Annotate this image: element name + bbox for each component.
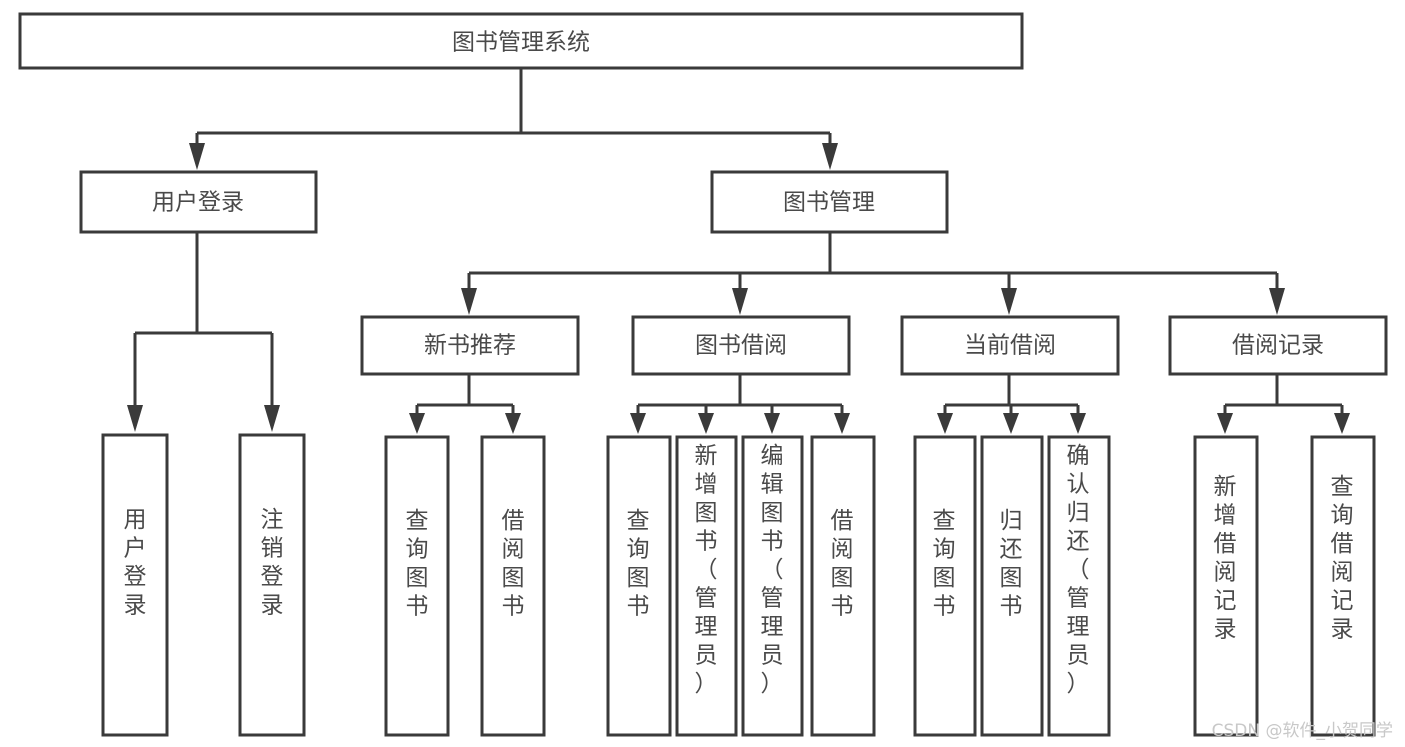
leaf-nbr-query-book[interactable]: 查询图书 bbox=[384, 435, 450, 737]
leaf-bb-add-book[interactable]: 新增图书（管理员） bbox=[675, 435, 738, 737]
leaf-bb-add-book-label: 新增图书（管理员） bbox=[695, 443, 718, 697]
arrow-to-logout-leaf bbox=[264, 405, 280, 432]
leaf-bb-query-book-box[interactable] bbox=[606, 435, 672, 737]
leaf-user-login-label: 用户登录 bbox=[124, 507, 147, 619]
node-book-manage-label: 图书管理 bbox=[783, 190, 875, 216]
leaf-logout-box[interactable] bbox=[238, 433, 306, 737]
node-book-borrow[interactable]: 图书借阅 bbox=[631, 315, 851, 376]
leaf-nbr-borrow-book-label: 借阅图书 bbox=[502, 508, 525, 620]
node-user-login-box[interactable] bbox=[79, 170, 318, 234]
leaf-bb-borrow-book-box[interactable] bbox=[810, 435, 876, 737]
leaf-cb-confirm-return-box[interactable] bbox=[1047, 435, 1111, 737]
node-book-manage-box[interactable] bbox=[710, 170, 949, 234]
leaf-br-query-record-box[interactable] bbox=[1310, 435, 1376, 737]
node-current-borrow[interactable]: 当前借阅 bbox=[900, 315, 1120, 376]
node-new-book-recommend-label: 新书推荐 bbox=[424, 333, 516, 359]
arrow-cb-leaf3 bbox=[1070, 413, 1086, 434]
node-borrow-record[interactable]: 借阅记录 bbox=[1168, 315, 1388, 376]
node-new-book-recommend[interactable]: 新书推荐 bbox=[360, 315, 580, 376]
leaf-br-query-record[interactable]: 查询借阅记录 bbox=[1310, 435, 1376, 737]
node-root-box[interactable] bbox=[18, 12, 1024, 70]
node-current-borrow-label: 当前借阅 bbox=[964, 333, 1056, 359]
leaf-bb-borrow-book[interactable]: 借阅图书 bbox=[810, 435, 876, 737]
leaf-br-add-record[interactable]: 新增借阅记录 bbox=[1193, 435, 1259, 737]
connector-layer bbox=[127, 68, 1350, 434]
leaf-bb-query-book-label: 查询图书 bbox=[627, 508, 650, 620]
arrow-to-current-borrow bbox=[1001, 288, 1017, 315]
leaf-bb-borrow-book-label: 借阅图书 bbox=[831, 508, 854, 620]
node-book-borrow-label: 图书借阅 bbox=[695, 333, 787, 359]
arrow-nbr-leaf1 bbox=[409, 413, 425, 434]
leaf-cb-return-book-box[interactable] bbox=[980, 435, 1044, 737]
arrow-to-user-login-leaf bbox=[127, 405, 143, 432]
leaf-bb-query-book[interactable]: 查询图书 bbox=[606, 435, 672, 737]
leaf-br-add-record-label: 新增借阅记录 bbox=[1214, 474, 1237, 643]
node-root-label: 图书管理系统 bbox=[452, 30, 590, 56]
leaf-bb-edit-book-box[interactable] bbox=[741, 435, 804, 737]
node-new-book-recommend-box[interactable] bbox=[360, 315, 580, 376]
leaf-cb-confirm-return-label: 确认归还（管理员） bbox=[1067, 443, 1090, 697]
leaf-logout[interactable]: 注销登录 bbox=[238, 433, 306, 737]
leaf-nbr-query-book-box[interactable] bbox=[384, 435, 450, 737]
leaf-nbr-borrow-book[interactable]: 借阅图书 bbox=[480, 435, 546, 737]
node-user-login[interactable]: 用户登录 bbox=[79, 170, 318, 234]
leaf-cb-return-book[interactable]: 归还图书 bbox=[980, 435, 1044, 737]
leaf-cb-query-book-label: 查询图书 bbox=[933, 508, 956, 620]
arrow-bb-leaf1 bbox=[630, 413, 646, 434]
leaf-cb-confirm-return[interactable]: 确认归还（管理员） bbox=[1047, 435, 1111, 737]
arrow-to-book-manage bbox=[822, 143, 838, 170]
node-borrow-record-box[interactable] bbox=[1168, 315, 1388, 376]
leaf-br-query-record-label: 查询借阅记录 bbox=[1331, 474, 1354, 643]
leaf-nbr-borrow-book-box[interactable] bbox=[480, 435, 546, 737]
arrow-cb-leaf1 bbox=[937, 413, 953, 434]
leaf-cb-query-book-box[interactable] bbox=[913, 435, 977, 737]
arrow-bb-leaf4 bbox=[834, 413, 850, 434]
node-current-borrow-box[interactable] bbox=[900, 315, 1120, 376]
leaf-cb-return-book-label: 归还图书 bbox=[1000, 508, 1023, 620]
arrow-to-book-borrow bbox=[732, 288, 748, 315]
node-book-manage[interactable]: 图书管理 bbox=[710, 170, 949, 234]
arrow-br-leaf2 bbox=[1334, 413, 1350, 434]
arrow-nbr-leaf2 bbox=[505, 413, 521, 434]
arrow-bb-leaf2 bbox=[698, 413, 714, 434]
arrow-to-new-book-recommend bbox=[461, 288, 477, 315]
leaf-bb-add-book-box[interactable] bbox=[675, 435, 738, 737]
leaf-bb-edit-book[interactable]: 编辑图书（管理员） bbox=[741, 435, 804, 737]
leaf-nbr-query-book-label: 查询图书 bbox=[406, 508, 429, 620]
leaf-user-login-box[interactable] bbox=[101, 433, 169, 737]
leaf-bb-edit-book-label: 编辑图书（管理员） bbox=[761, 443, 784, 697]
leaf-logout-label: 注销登录 bbox=[261, 507, 284, 619]
node-root[interactable]: 图书管理系统 bbox=[18, 12, 1024, 70]
arrow-to-borrow-record bbox=[1269, 288, 1285, 315]
leaf-br-add-record-box[interactable] bbox=[1193, 435, 1259, 737]
node-borrow-record-label: 借阅记录 bbox=[1232, 333, 1324, 359]
leaf-user-login[interactable]: 用户登录 bbox=[101, 433, 169, 737]
arrow-to-user-login bbox=[189, 143, 205, 170]
arrow-br-leaf1 bbox=[1217, 413, 1233, 434]
node-user-login-label: 用户登录 bbox=[152, 190, 244, 216]
arrow-cb-leaf2 bbox=[1003, 413, 1019, 434]
arrow-bb-leaf3 bbox=[764, 413, 780, 434]
leaf-cb-query-book[interactable]: 查询图书 bbox=[913, 435, 977, 737]
node-book-borrow-box[interactable] bbox=[631, 315, 851, 376]
